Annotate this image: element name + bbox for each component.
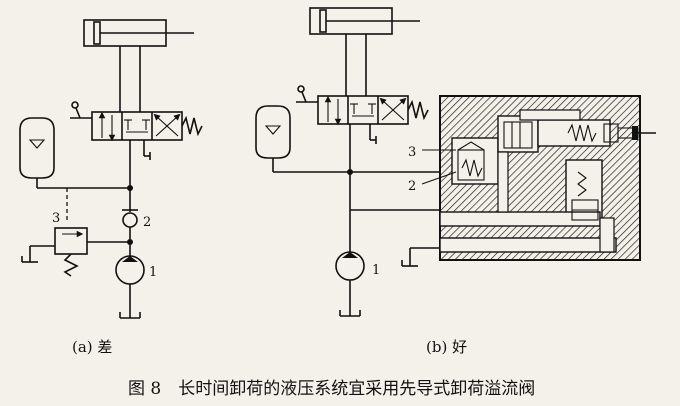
check-valve-a (122, 209, 138, 245)
cylinder-b (309, 7, 420, 90)
leader-2-b (421, 171, 457, 185)
directional-valve-b (296, 85, 429, 172)
callout-2-a: 2 (143, 215, 151, 230)
diagram-a: 2 3 1 (a) 差 (19, 19, 203, 356)
callout-3-b: 3 (408, 145, 416, 160)
pump-b (335, 251, 365, 317)
pump-a (115, 242, 145, 319)
accumulator-a (19, 117, 133, 191)
accumulator-b (255, 105, 440, 175)
relief-valve-a (21, 227, 130, 277)
tank-line-b (401, 247, 440, 267)
callout-1-b: 1 (372, 263, 380, 278)
callout-1-a: 1 (149, 265, 157, 280)
cylinder-a (83, 19, 194, 90)
callout-2-b: 2 (408, 179, 416, 194)
figure-caption: 图 8 长时间卸荷的液压系统宜采用先导式卸荷溢流阀 (128, 379, 535, 399)
supply-line-b (349, 172, 440, 252)
pilot-unloading-valve-block (439, 95, 656, 261)
diagram-b: 3 2 1 (b) 好 (255, 7, 656, 356)
directional-valve-a (70, 90, 203, 180)
sublabel-a: (a) 差 (72, 338, 112, 356)
callout-3-a: 3 (52, 211, 60, 226)
sublabel-b: (b) 好 (426, 338, 467, 356)
